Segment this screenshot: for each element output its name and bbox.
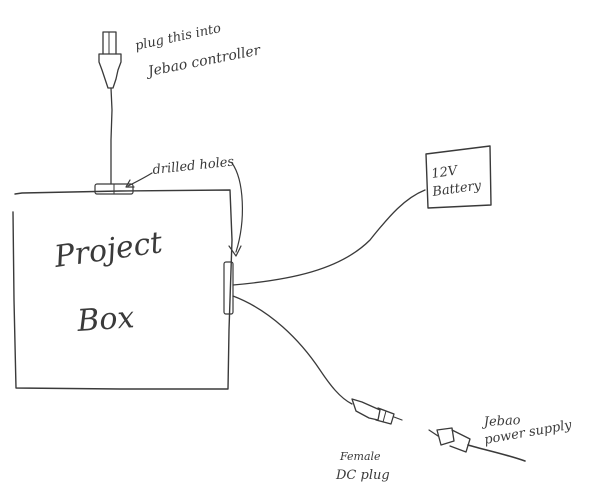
female-label-line1: Female: [339, 450, 381, 463]
battery-box: [425, 145, 492, 209]
project-box-title-line2: Box: [75, 300, 135, 339]
side-drilled-hole: [223, 261, 234, 315]
controller-cable: [110, 87, 113, 185]
battery-label-line2: Battery: [430, 178, 482, 200]
battery-cable: [232, 189, 426, 286]
drilled-holes-arrow-side: [231, 162, 243, 253]
battery-label-line1: 12V: [430, 163, 459, 182]
drilled-holes-arrow-top: [127, 172, 153, 187]
power-supply-cable: [467, 444, 526, 462]
supply-label-line1: Jebao: [480, 413, 521, 430]
project-box-title-line1: Project: [51, 225, 165, 275]
power-supply-plug-icon: [428, 427, 526, 462]
controller-plug-icon: [98, 31, 122, 89]
plug-label-line1: plug this into: [134, 21, 223, 54]
dc-plug-cable: [232, 295, 353, 405]
female-label-line2: DC plug: [335, 468, 390, 483]
project-box: [12, 189, 233, 390]
female-dc-plug-icon: [351, 398, 403, 425]
drilled-holes-label: drilled holes: [152, 154, 235, 178]
